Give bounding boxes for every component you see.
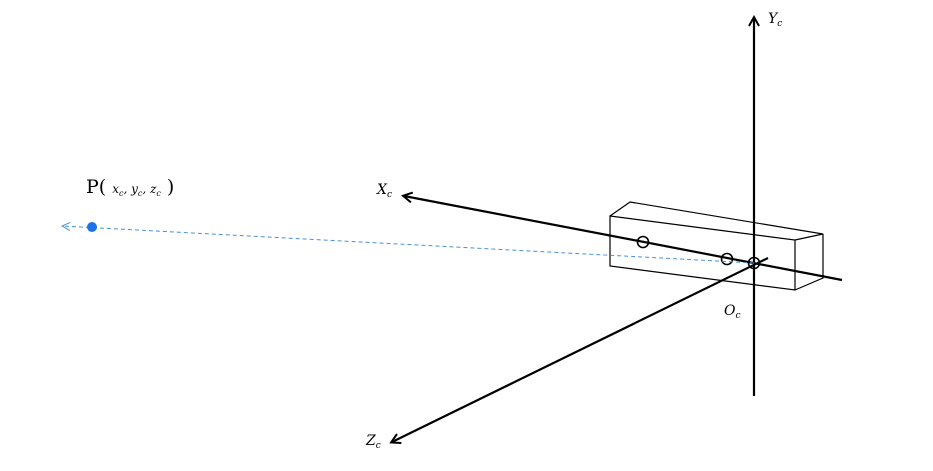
open-paren: ( xyxy=(98,176,107,198)
x-axis-label-sub: c xyxy=(386,190,393,200)
lens-left xyxy=(636,235,650,249)
coord-z-sub: c xyxy=(156,189,161,198)
lens-middle xyxy=(720,252,734,266)
camera-side-face xyxy=(794,234,824,291)
point-coordinates: xc, yc, zc xyxy=(112,182,161,198)
point-p-dot xyxy=(87,222,97,232)
coord-sep-2: , xyxy=(142,182,147,196)
point-name: P xyxy=(86,176,99,198)
close-paren: ) xyxy=(166,176,175,198)
x-axis xyxy=(404,196,843,282)
coord-y-main: y xyxy=(131,182,138,196)
coord-sep-1: , xyxy=(123,182,128,196)
z-axis xyxy=(392,257,769,442)
z-axis-label: Zc xyxy=(366,433,381,451)
z-axis-label-main: Z xyxy=(366,433,376,449)
y-axis-label: Yc xyxy=(768,11,782,29)
projection-line xyxy=(60,221,755,264)
z-axis-label-sub: c xyxy=(375,441,381,451)
camera-body xyxy=(609,201,824,291)
coord-z-main: z xyxy=(150,182,157,196)
y-axis-label-sub: c xyxy=(777,19,783,29)
x-axis-label-main: X xyxy=(377,182,387,198)
coord-x-sub: c xyxy=(119,189,124,198)
x-axis-label: Xc xyxy=(377,182,392,200)
coord-y-sub: c xyxy=(137,189,143,198)
y-axis-label-main: Y xyxy=(768,11,778,27)
point-p-label: P(xc, yc, zc) xyxy=(86,176,174,198)
coord-x-main: x xyxy=(112,182,119,196)
origin-label-main: O xyxy=(724,303,736,319)
origin-marker xyxy=(747,256,761,270)
origin-label-sub: c xyxy=(735,311,741,321)
camera-top-face xyxy=(609,201,824,241)
origin-label: Oc xyxy=(724,303,741,321)
